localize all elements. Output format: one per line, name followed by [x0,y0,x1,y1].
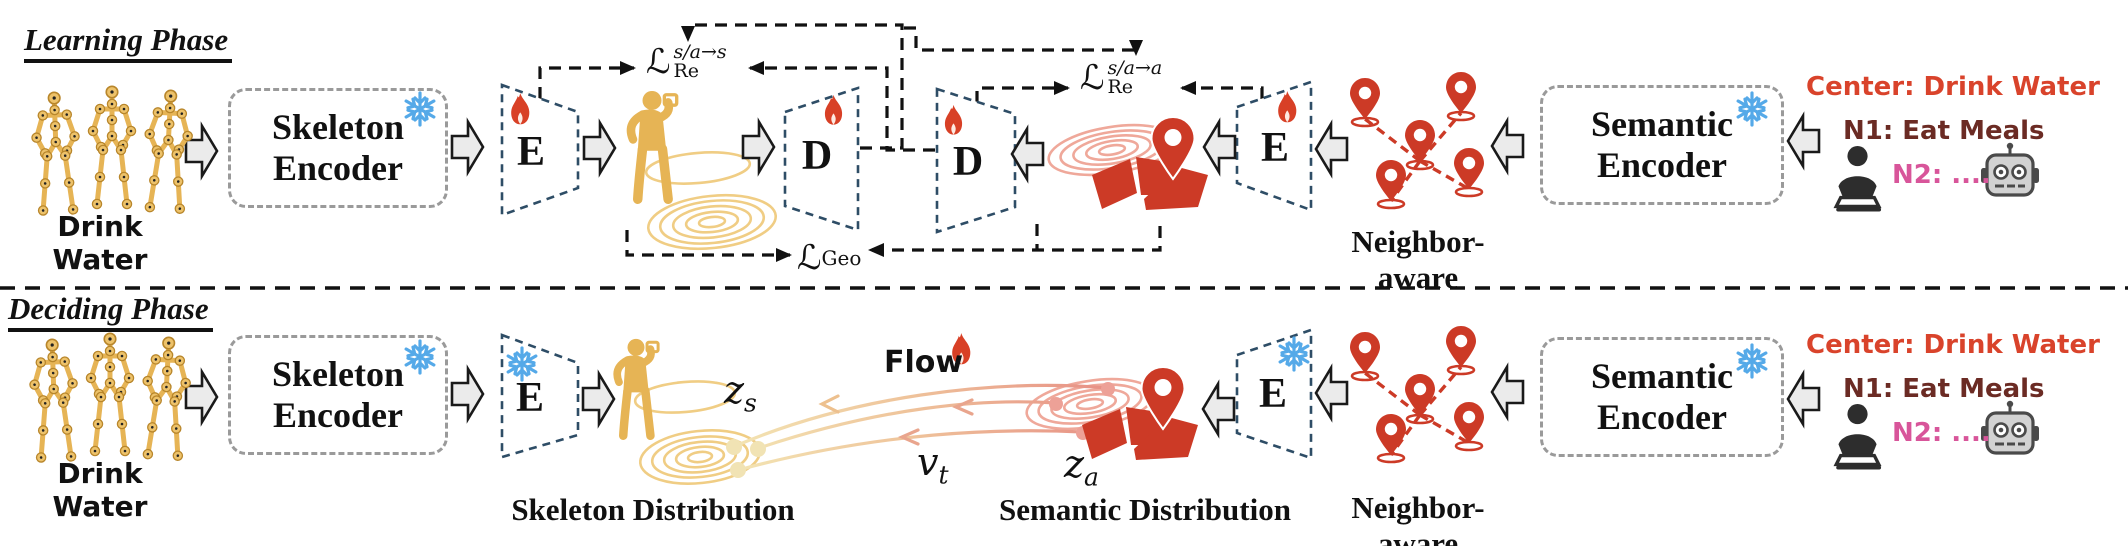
semantic-encoder-label: Semantic [1591,103,1733,144]
prompt-center-text: Center: Drink Water [1806,72,2100,102]
block-arrow-icon [1314,122,1349,176]
learning-phase-title: Learning Phase [24,22,233,63]
encoder-letter: E [1260,125,1289,171]
deciding-phase-title: Deciding Phase [8,291,213,332]
flow-streamlines [739,383,1109,471]
flow-arrowheads [818,394,974,446]
encoder-letter: E [515,375,544,421]
decoder-letter: D [952,139,984,185]
user-icon [1834,144,1883,214]
skeleton-icon [28,333,192,462]
semantic-encoder-box: Semantic Encoder [1540,337,1784,457]
block-arrow-icon [1490,119,1525,173]
flow-label: Flow [884,345,964,380]
skeleton-encoder-box: Skeleton Encoder [228,88,448,208]
skeleton-encoder-label: Skeleton [271,353,404,394]
loss-reconstruction-semantic: s/a→a ℒ s/a→a Re [1080,56,1163,98]
block-arrow-icon [582,121,617,175]
encoder-letter: E [1258,371,1287,417]
block-arrow-icon [1201,382,1236,436]
neighbor-pins-icon [1350,72,1484,208]
neighbor-aware-label: Neighbor-aware [1351,224,1485,295]
prompt-n1-text: N1: Eat Meals [1843,116,2045,146]
person-drinking-icon [631,91,677,199]
skeleton-distribution-contours-top [644,151,778,251]
skeleton-icon [30,86,194,215]
z-a-variable: za [1064,442,1099,492]
block-arrow-icon [1010,127,1045,181]
block-arrow-icon [184,370,219,424]
block-arrow-icon [741,120,776,174]
loss-reconstruction-skeleton: ℒ s/a→s Re [646,40,727,82]
decoder-letter: D [801,133,833,179]
block-arrow-icon [581,372,616,426]
neighbor-aware-label: Neighbor-aware [1351,490,1485,546]
semantic-encoder-label: Semantic [1591,355,1733,396]
loss-connectors [538,23,1264,262]
block-arrow-icon [1490,365,1525,419]
prompt-n1-text: N1: Eat Meals [1843,374,2045,404]
prompt-center-text: Center: Drink Water [1806,330,2100,360]
skeleton-encoder-box: Skeleton Encoder [228,335,448,455]
block-arrow-icon [450,367,485,421]
prompt-n2-text: N2: .... [1892,160,1991,190]
skeleton-distribution-label: Skeleton Distribution [511,492,795,527]
block-arrow-icon [1202,120,1237,174]
v-t-variable: vt [917,440,949,490]
block-arrow-icon [1786,372,1821,426]
skeleton-encoder-label: Skeleton [271,106,404,147]
block-arrow-icon [1314,366,1349,420]
semantic-distribution-label: Semantic Distribution [999,492,1291,527]
encoder-letter: E [516,129,545,175]
skeleton-input-label: Drink Water [52,457,148,523]
decoder-D-skeleton [783,86,860,232]
user-icon [1834,402,1883,472]
semantic-encoder-box: Semantic Encoder [1540,85,1784,205]
prompt-n2-text: N2: .... [1892,418,1991,448]
block-arrow-icon [1786,114,1821,168]
block-arrow-icon [450,120,485,174]
neighbor-pins-icon [1350,326,1484,462]
skeleton-input-label: Drink Water [52,210,148,276]
z-s-variable: zs [724,368,757,418]
